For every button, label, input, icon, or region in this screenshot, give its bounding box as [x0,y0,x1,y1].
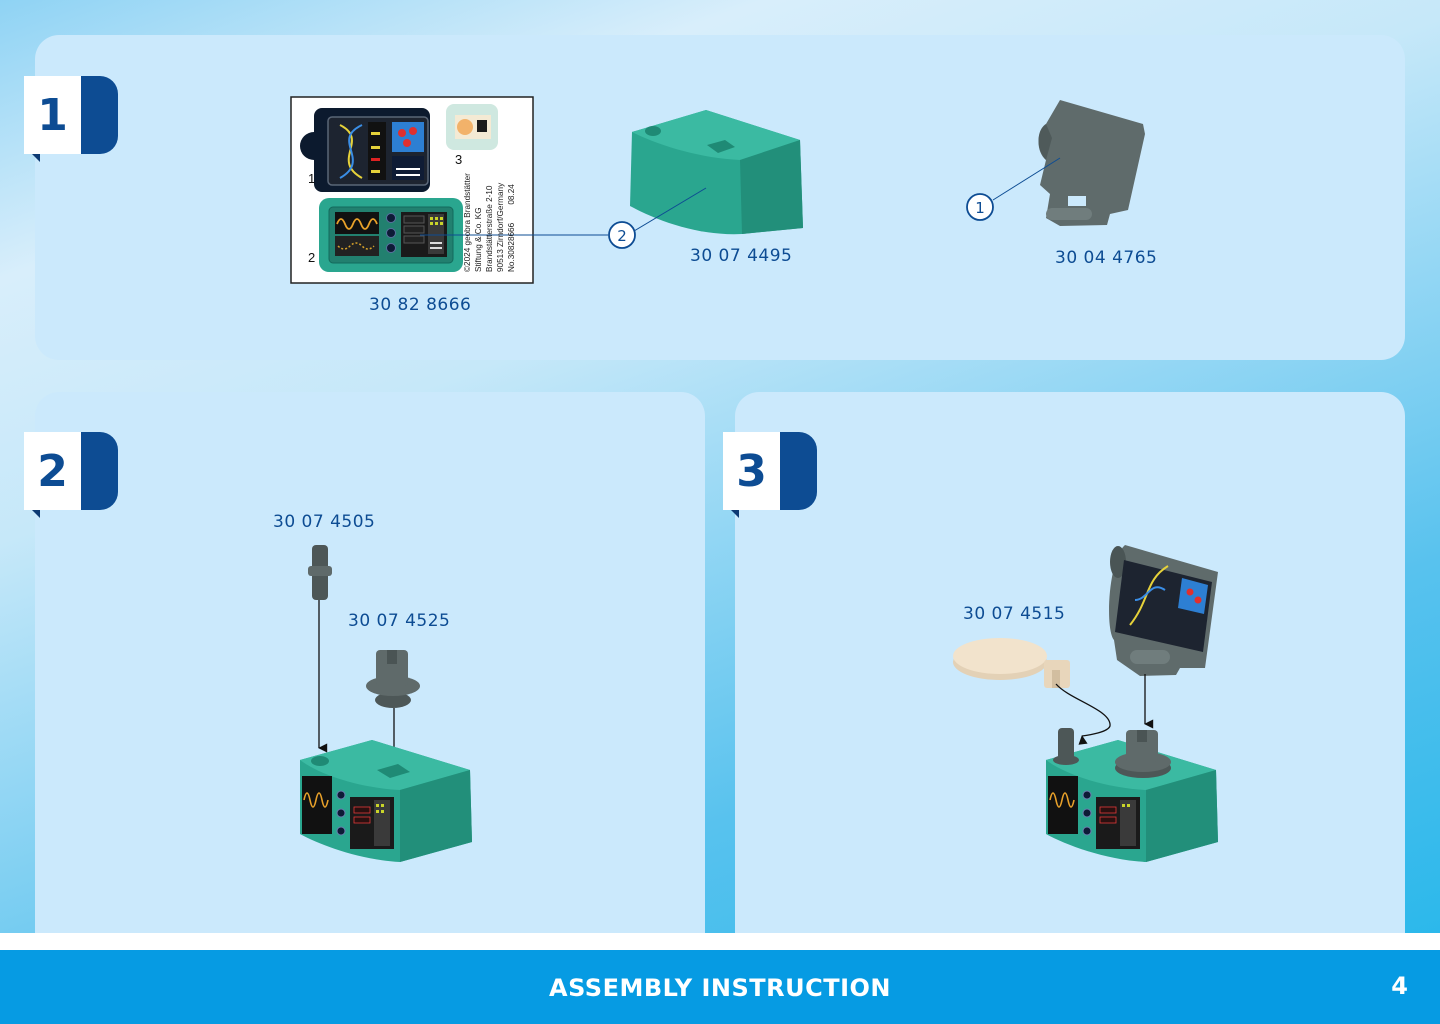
legal-line: No.30828666 08.24 [507,184,516,272]
step-1-badge: 1 [24,76,118,162]
footer-divider [0,933,1440,950]
badge-tab [81,76,118,154]
legal-line: 90513 Zirndorf/Germany [496,182,505,272]
part-number-beige-disc: 30 07 4515 [963,604,1066,624]
step-number: 2 [24,432,81,510]
legal-line: Stiftung & Co. KG [474,207,483,272]
step-2-badge: 2 [24,432,118,518]
step-number: 1 [24,76,81,154]
sticker-legal-text: ©2024 geobra Brandstätter Stiftung & Co.… [462,150,517,272]
sticker-label-1: 1 [308,171,316,186]
step-1-panel [35,35,1405,360]
part-number-sticker-sheet: 30 82 8666 [369,295,472,315]
sticker-label-2: 2 [308,250,316,265]
legal-line: ©2024 geobra Brandstätter [463,173,472,272]
page-footer: ASSEMBLY INSTRUCTION 4 [0,950,1440,1024]
sticker-label-3: 3 [455,152,463,167]
step-2-panel [35,392,705,952]
badge-fold [32,510,40,518]
badge-fold [32,154,40,162]
part-number-grey-socket: 30 07 4525 [348,611,451,631]
part-number-grey-peg: 30 07 4505 [273,512,376,532]
badge-tab [780,432,817,510]
page-number: 4 [1391,972,1408,1000]
part-number-monitor-holder: 30 04 4765 [1055,248,1158,268]
step-3-panel [735,392,1405,952]
badge-fold [731,510,739,518]
step-3-badge: 3 [723,432,817,518]
legal-line: Brandstätterstraße 2-10 [485,185,494,272]
part-number-teal-base: 30 07 4495 [690,246,793,266]
footer-title: ASSEMBLY INSTRUCTION [549,974,891,1002]
step-number: 3 [723,432,780,510]
badge-tab [81,432,118,510]
